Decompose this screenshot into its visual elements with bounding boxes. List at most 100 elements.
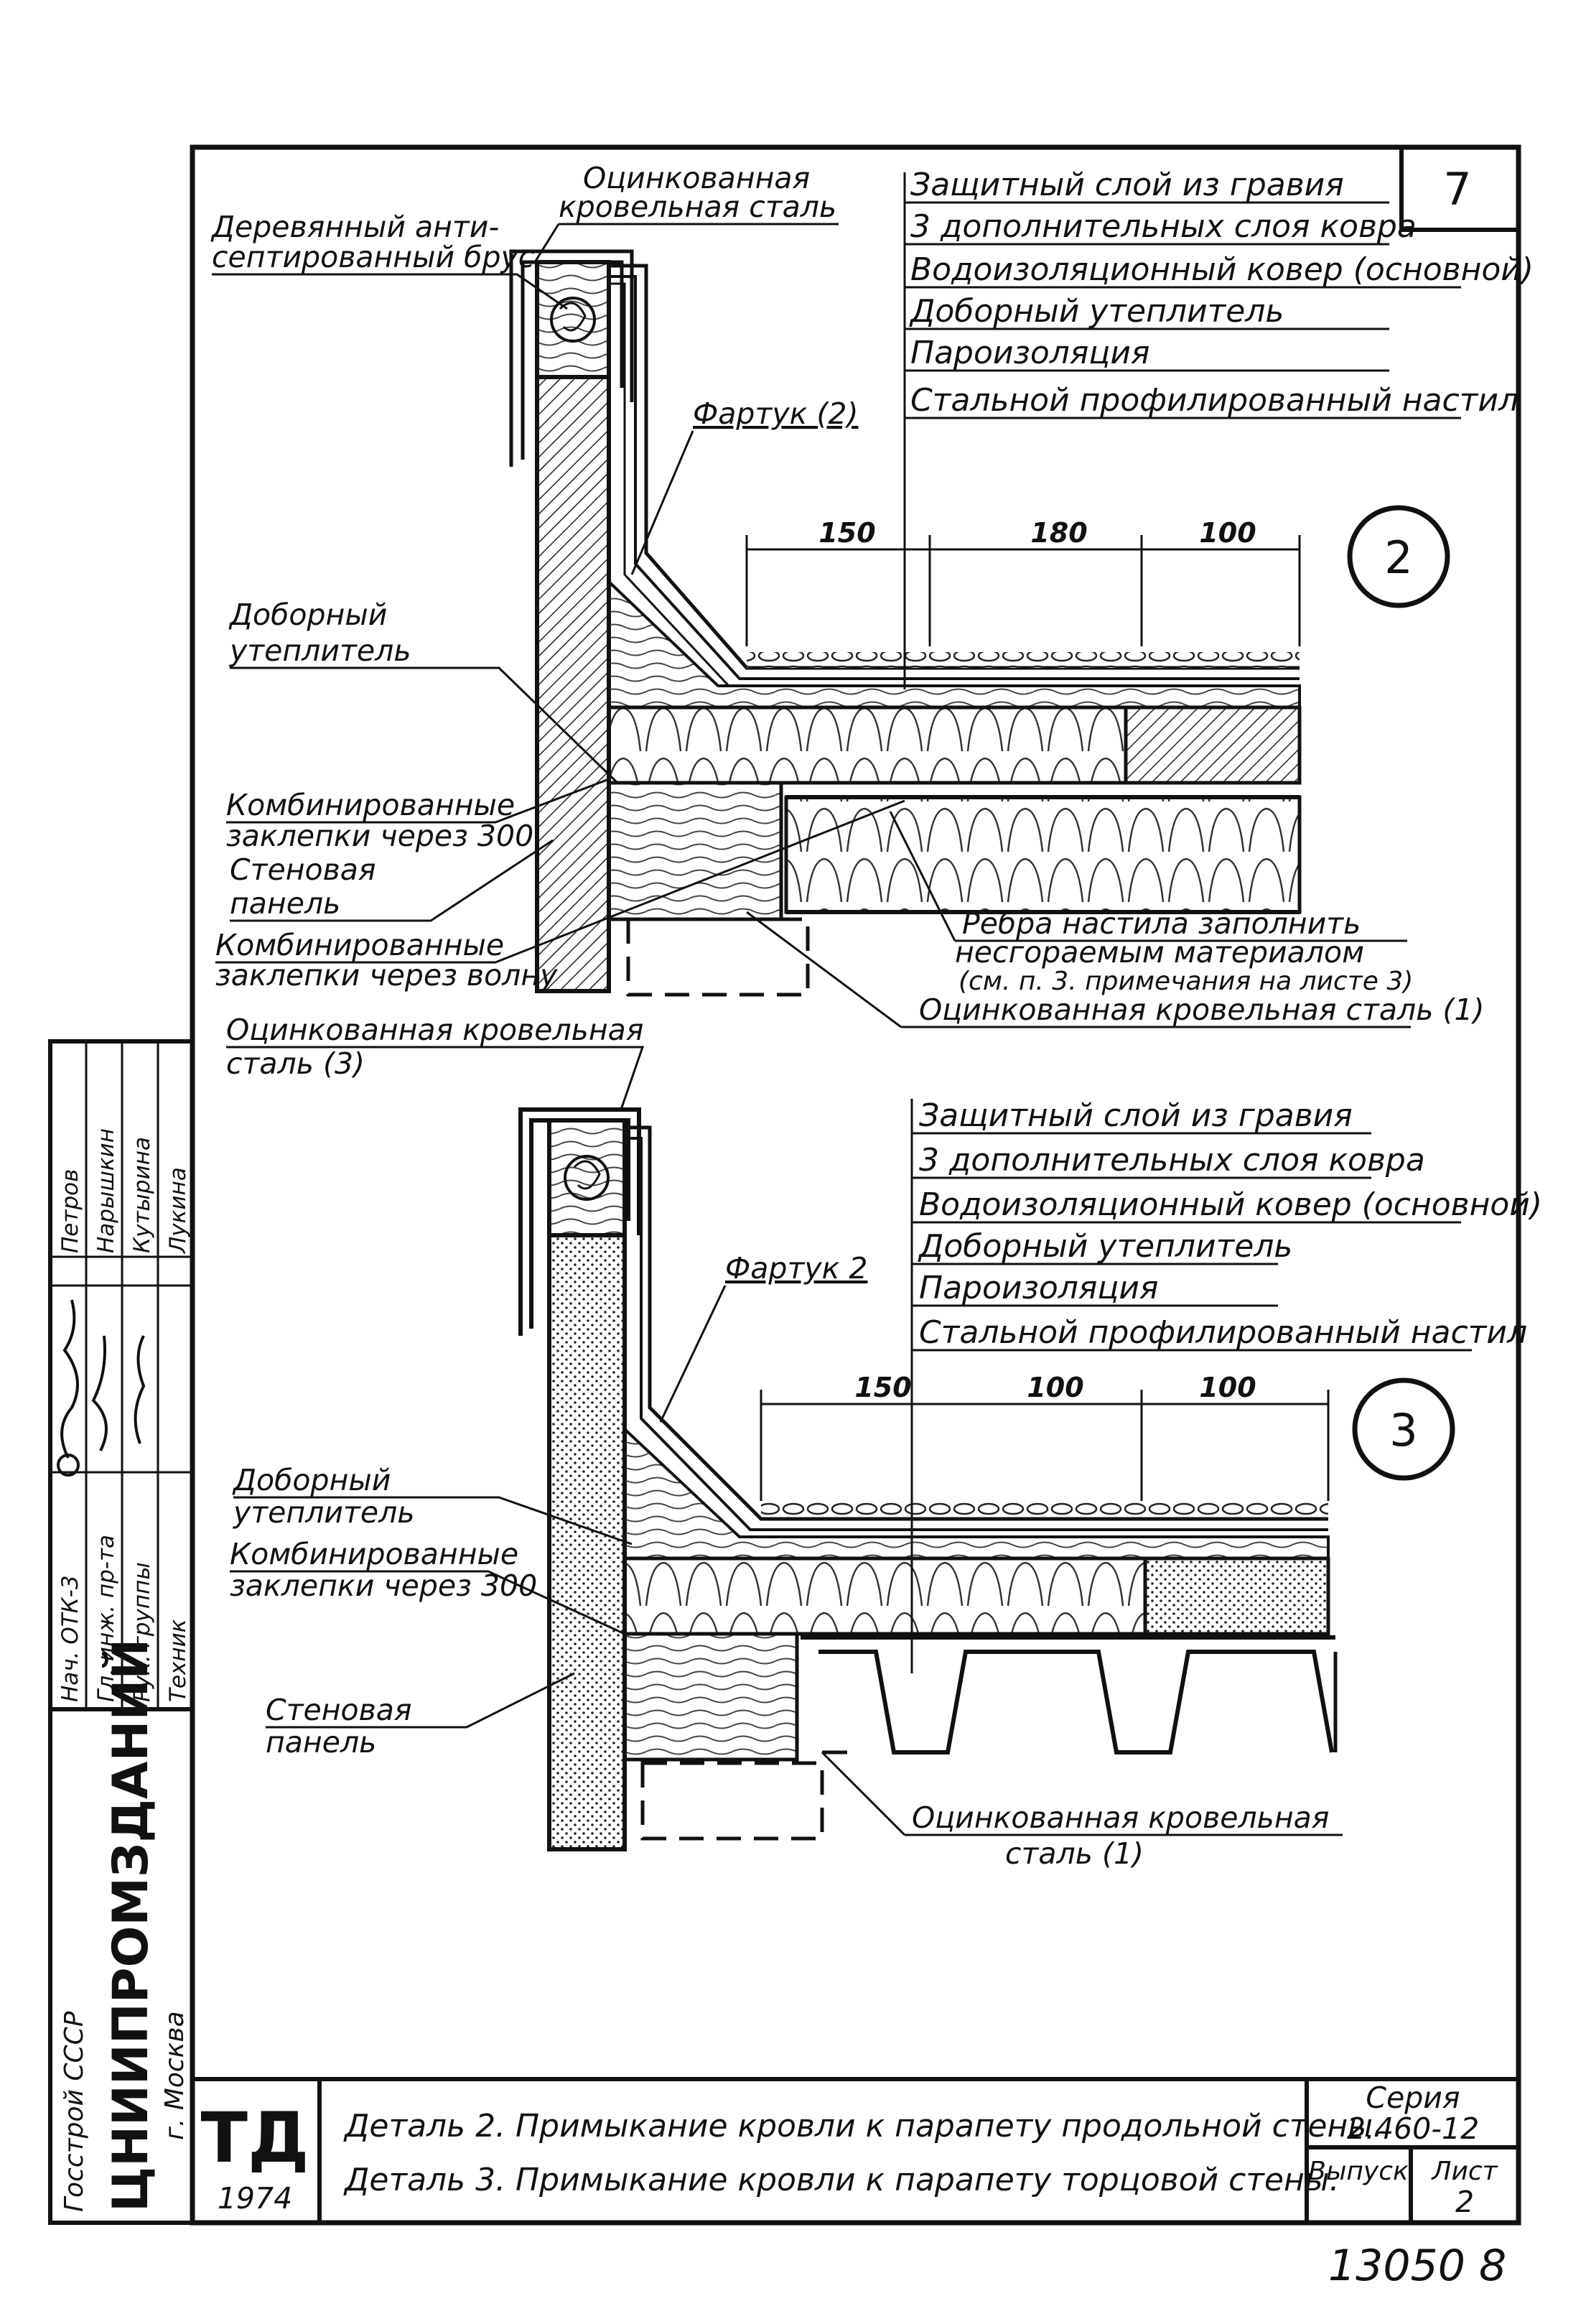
inventory-number: 13050 — [1328, 2241, 1465, 2291]
title-line-1: Деталь 2. Примыкание кровли к парапету п… — [343, 2108, 1383, 2144]
sheet-number-box: 7 — [1399, 147, 1519, 232]
label-2-ribs-line3: (см. п. 3. примечания на листе 3) — [958, 967, 1413, 996]
stamp-name-3: Лукина — [165, 1167, 191, 1254]
layer-list-3: Защитный слой из гравия 3 дополнительных… — [910, 1097, 1542, 1673]
label-2-wood-beam-line1: Деревянный анти- — [210, 210, 499, 244]
signature-marks — [60, 1299, 146, 1459]
dimension-line-3: 150 100 100 — [760, 1372, 1330, 1501]
label-2-extra-insulation-line1: Доборный — [228, 598, 387, 632]
insulation-2 — [607, 705, 1128, 785]
dim-2-c: 100 — [1199, 517, 1256, 549]
label-2-wall-panel-line2: панель — [230, 886, 340, 921]
layer-3-main-membrane: Водоизоляционный ковер (основной) — [919, 1186, 1542, 1223]
title-year: 1974 — [218, 2181, 292, 2216]
sheet-number: 7 — [1443, 163, 1471, 215]
wall-panel-2 — [535, 375, 611, 993]
label-2-ribs-line1: Ребра настила заполнить — [962, 906, 1361, 941]
label-2-rivets-wave-line1: Комбинированные — [215, 928, 504, 962]
layer-3-vapor-barrier: Пароизоляция — [919, 1270, 1158, 1306]
stamp-name-0: Петров — [57, 1169, 83, 1253]
detail-2-number: 2 — [1384, 531, 1412, 584]
label-3-galvanized-line2: сталь (3) — [226, 1046, 365, 1081]
stamp-org-line1: ЦНИИПРОМЗДАНИЙ — [102, 1639, 159, 2212]
label-2-apron: Фартук (2) — [693, 396, 858, 431]
stamp-name-2: Кутырина — [129, 1137, 155, 1253]
series-label: Серия — [1366, 2081, 1460, 2115]
support-3 — [640, 1761, 824, 1841]
sheet-label: Лист — [1430, 2157, 1498, 2186]
dimension-line-2: 150 180 100 — [745, 517, 1301, 646]
title-block: ТД 1974 Деталь 2. Примыкание кровли к па… — [192, 2077, 1519, 2223]
wood-beam-3 — [547, 1118, 627, 1237]
dim-3-c: 100 — [1199, 1372, 1256, 1403]
support-2 — [626, 917, 810, 997]
layer-list-2: Защитный слой из гравия 3 дополнительных… — [903, 167, 1534, 689]
label-2-wall-panel-line1: Стеновая — [230, 852, 376, 887]
label-3-wall-panel-line1: Стеновая — [266, 1693, 412, 1727]
parapet-cap-2 — [509, 249, 634, 467]
wall-panel-3 — [547, 1233, 627, 1851]
extra-insulation-3 — [623, 1426, 1330, 1560]
layer-2-gravel: Защитный слой из гравия — [910, 167, 1344, 203]
stamp-org-line0: Госстрой СССР — [60, 2011, 89, 2212]
stamp-role-1: Гл. инж. пр-та — [93, 1535, 119, 1702]
label-2-rivets-wave-line2: заклепки через волну — [215, 958, 558, 993]
label-2-rivets-300-line1: Комбинированные — [226, 788, 515, 822]
layer-3-extra-plies: 3 дополнительных слоя ковра — [919, 1142, 1425, 1179]
label-3-extra-insulation-line1: Доборный — [232, 1463, 391, 1497]
sheet-frame — [190, 144, 1521, 2226]
dim-2-b: 180 — [1030, 517, 1087, 549]
page-number: 8 — [1479, 2241, 1506, 2291]
apron-3 — [625, 1125, 1328, 1521]
label-2-extra-insulation-line2: утеплитель — [228, 633, 411, 668]
detail-3-marker — [1352, 1377, 1455, 1481]
label-3-apron: Фартук 2 — [725, 1251, 867, 1286]
wood-block-3 — [622, 1632, 799, 1762]
dim-3-b: 100 — [1027, 1372, 1083, 1403]
layer-3-steel-deck: Стальной профилированный настил — [919, 1314, 1527, 1351]
label-3-extra-insulation-line2: утеплитель — [232, 1495, 415, 1530]
label-2-rivets-300-line2: заклепки через 300 — [226, 819, 533, 853]
stamp-name-1: Нарышкин — [93, 1128, 119, 1253]
label-2-galvanized-line1: Оцинкованная — [583, 161, 810, 195]
wood-beam-2 — [535, 260, 611, 379]
steel-deck-3 — [801, 1635, 1335, 1754]
detail-3: 150 100 100 3 Защитный слой из гравия 3 … — [226, 1013, 1542, 1871]
extra-insulation-2 — [607, 578, 1301, 709]
stamp-role-0: Нач. ОТК-3 — [57, 1575, 83, 1702]
label-3-wall-panel-line2: панель — [266, 1725, 376, 1760]
stamp-org-line2: г. Москва — [160, 2011, 190, 2140]
label-2-galvanized-1: Оцинкованная кровельная сталь (1) — [919, 993, 1485, 1027]
layer-2-extra-insulation: Доборный утеплитель — [909, 293, 1284, 330]
layer-3-gravel: Защитный слой из гравия — [919, 1097, 1353, 1134]
sheet-value: 2 — [1455, 2185, 1474, 2219]
label-3-galvanized-1-line2: сталь (1) — [1005, 1836, 1144, 1871]
title-mark: ТД — [201, 2098, 309, 2178]
layer-2-main-membrane: Водоизоляционный ковер (основной) — [910, 251, 1534, 288]
detail-2: 150 180 100 2 Защитный слой из гравия 3 … — [210, 161, 1534, 1028]
label-2-galvanized-line2: кровельная сталь — [559, 190, 836, 224]
label-3-galvanized-1-line1: Оцинкованная кровельная — [912, 1800, 1329, 1835]
series-value: 2.460-12 — [1347, 2111, 1479, 2146]
stamp-role-3: Техник — [165, 1619, 191, 1702]
layer-2-vapor-barrier: Пароизоляция — [910, 335, 1149, 371]
layer-3-extra-insulation: Доборный утеплитель — [918, 1228, 1292, 1265]
deck-rib-2 — [784, 795, 1302, 914]
layer-2-extra-plies: 3 дополнительных слоя ковра — [910, 208, 1417, 245]
label-3-rivets-line1: Комбинированные — [230, 1537, 518, 1571]
stamp-role-2: Рук. группы — [129, 1562, 155, 1702]
gravel-layer-3 — [761, 1502, 1328, 1518]
parapet-cap-3 — [518, 1107, 641, 1336]
layer-2-steel-deck: Стальной профилированный настил — [910, 382, 1519, 419]
detail-3-number: 3 — [1389, 1404, 1417, 1456]
gravel-layer-2 — [747, 652, 1300, 668]
issue-label: Выпуск — [1308, 2157, 1409, 2186]
side-stamp: Нач. ОТК-3 Гл. инж. пр-та Рук. группы Те… — [48, 1039, 195, 2225]
title-line-2: Деталь 3. Примыкание кровли к парапету т… — [343, 2162, 1339, 2198]
detail-2-marker — [1347, 505, 1450, 608]
wood-block-2 — [607, 781, 783, 921]
dim-3-a: 150 — [854, 1372, 911, 1403]
label-2-wood-beam-line2: септированный брус — [212, 240, 534, 274]
insulation-3 — [622, 1556, 1147, 1636]
